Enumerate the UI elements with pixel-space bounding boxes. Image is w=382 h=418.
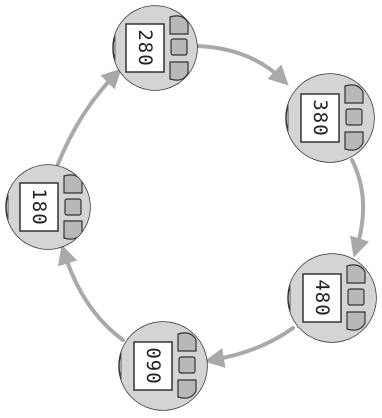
- lcd-reading: 280: [134, 29, 156, 66]
- cycle-arrows: [56, 44, 370, 368]
- down-button: [63, 220, 83, 240]
- mode-button: [64, 198, 82, 216]
- lcd-screen: [302, 273, 342, 323]
- station-lower-right: 480: [287, 253, 377, 343]
- down-button: [346, 311, 366, 331]
- mode-button: [345, 108, 363, 126]
- mode-button: [347, 288, 365, 306]
- lcd-reading: 090: [142, 347, 164, 384]
- up-button: [63, 174, 83, 194]
- arrow-upper-right-to-lower-right: [350, 158, 370, 258]
- lcd-screen: [300, 93, 340, 143]
- down-button: [344, 131, 364, 151]
- station-upper-right: 380: [285, 73, 375, 163]
- lcd-reading: 480: [311, 279, 333, 316]
- mode-button: [178, 356, 196, 374]
- arrow-left-to-top: [56, 68, 122, 166]
- up-button: [344, 84, 364, 104]
- up-button: [346, 264, 366, 284]
- lcd-screen: [125, 23, 165, 73]
- lcd-screen: [19, 182, 59, 232]
- lcd-reading: 180: [28, 188, 50, 225]
- station-top: 280: [112, 5, 198, 91]
- station-left: 180: [5, 164, 91, 250]
- up-button: [169, 15, 189, 35]
- down-button: [177, 379, 197, 399]
- lcd-screen: [133, 341, 173, 391]
- arrow-lower-right-to-bottom: [204, 326, 295, 368]
- up-button: [177, 332, 197, 352]
- down-button: [169, 61, 189, 81]
- mode-button: [170, 38, 188, 56]
- lcd-reading: 380: [309, 99, 331, 136]
- arrow-top-to-upper-right: [195, 44, 289, 86]
- station-bottom: 090: [118, 321, 208, 411]
- arrow-bottom-to-left: [58, 244, 125, 342]
